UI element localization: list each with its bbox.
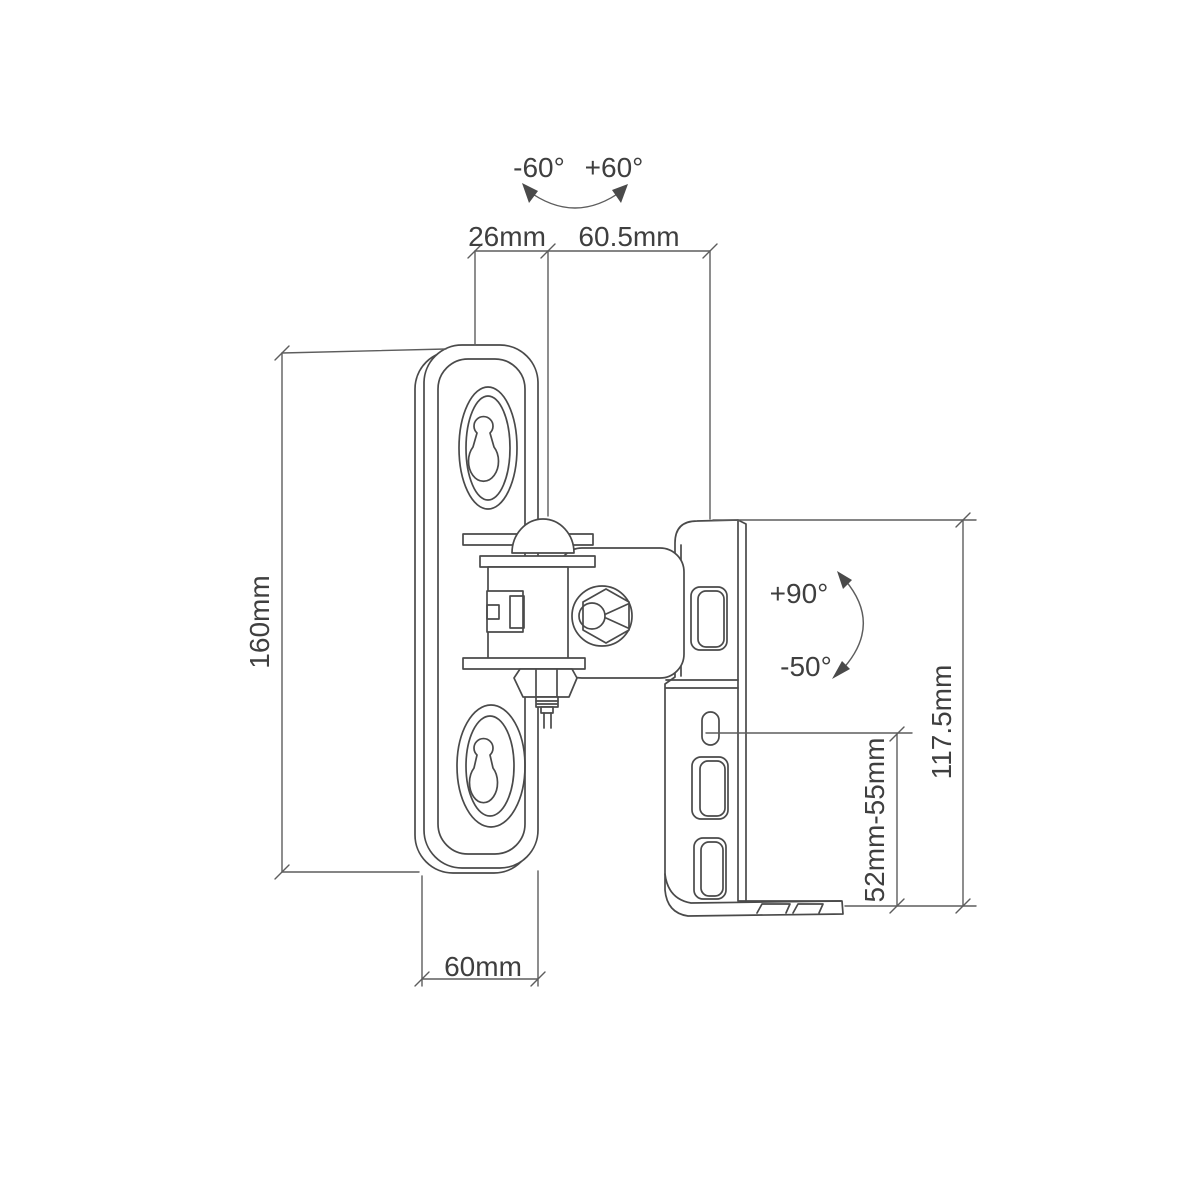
dimension-plate-width: [414, 870, 546, 987]
dimension-plate-height: [274, 345, 447, 880]
dimension-tick: [540, 243, 556, 259]
bracket-slot-top: [690, 586, 728, 651]
slot-inner: [700, 841, 724, 897]
bracket-body: [664, 519, 844, 917]
arrowhead-up: [837, 571, 852, 589]
clamp-mid-flange: [479, 555, 596, 568]
label-slot-range: 52mm-55mm: [859, 738, 890, 903]
keyhole-slot-bottom: [456, 704, 526, 828]
arrowhead-down: [832, 661, 850, 679]
dimension-tick: [414, 971, 430, 987]
keyhole-opening: [468, 737, 499, 804]
dimension-tick: [467, 243, 483, 259]
label-depth: 26mm: [468, 221, 546, 252]
dimension-slot-range: [705, 726, 913, 914]
dimension-tick: [889, 726, 905, 742]
slot-outer: [693, 837, 727, 900]
slot-inner: [699, 760, 726, 817]
clamp-clip-inner: [509, 595, 525, 629]
keyhole-recess-inner: [465, 395, 511, 501]
tilt-arc: [839, 579, 865, 673]
keyhole-recess-outer: [456, 704, 526, 828]
bracket-slot-bottom: [693, 837, 727, 900]
dimension-tilt-arc: [832, 571, 865, 679]
ball-dome: [511, 518, 575, 554]
ball-joint-clamp: [462, 518, 596, 729]
label-tilt-down: -50°: [780, 651, 832, 682]
dimension-labels: -60° +60° 26mm 60.5mm 160mm +90° -50° 11…: [244, 152, 957, 982]
arrowhead-right: [612, 184, 628, 203]
swivel-arc: [526, 189, 624, 209]
hex-facet-line: [605, 603, 629, 615]
clamp-clip-notch: [486, 604, 500, 620]
slot-outer: [691, 756, 729, 820]
keyhole-opening: [467, 415, 500, 483]
pivot-arm: [557, 547, 685, 679]
slot-outer: [690, 586, 728, 651]
threaded-stud: [535, 696, 559, 708]
keyhole-slot-top: [458, 386, 518, 510]
foot-fold-line: [664, 873, 842, 904]
mount-parts: [414, 344, 844, 917]
label-plate-height: 160mm: [244, 575, 275, 668]
dimension-annotations: [274, 183, 977, 987]
foot-tab-left: [756, 903, 791, 914]
dimension-tick: [274, 345, 290, 361]
label-swivel-right: +60°: [585, 152, 644, 183]
clamp-clip-outer: [486, 590, 524, 633]
bracket-hole-oval: [701, 711, 720, 746]
label-plate-width: 60mm: [444, 951, 522, 982]
arrowhead-left: [522, 183, 538, 203]
lock-nut: [513, 668, 578, 698]
bracket-slot-middle: [691, 756, 729, 820]
dimension-tick: [274, 864, 290, 880]
keyhole-recess-inner: [465, 715, 515, 817]
slot-inner: [697, 590, 725, 648]
dimension-tick: [530, 971, 546, 987]
dimension-tick: [889, 898, 905, 914]
foot-tab-right: [792, 903, 824, 914]
extension-line: [281, 348, 447, 354]
stud-tip: [540, 706, 554, 714]
dimension-tick: [702, 243, 718, 259]
dimension-tick: [955, 512, 971, 528]
clamp-bottom-flange: [462, 657, 586, 670]
dimension-top-width: [467, 243, 718, 520]
dimension-tick: [955, 898, 971, 914]
dimension-bracket-height: [712, 512, 977, 914]
label-reach: 60.5mm: [578, 221, 679, 252]
label-bracket-height: 117.5mm: [926, 665, 957, 780]
label-swivel-left: -60°: [513, 152, 565, 183]
dimension-swivel-arc: [522, 183, 628, 209]
keyhole-recess-outer: [458, 386, 518, 510]
label-tilt-up: +90°: [770, 578, 829, 609]
bracket-back-edge: [737, 519, 747, 902]
hex-facet-line: [605, 617, 629, 629]
bolt-bore: [578, 602, 606, 630]
